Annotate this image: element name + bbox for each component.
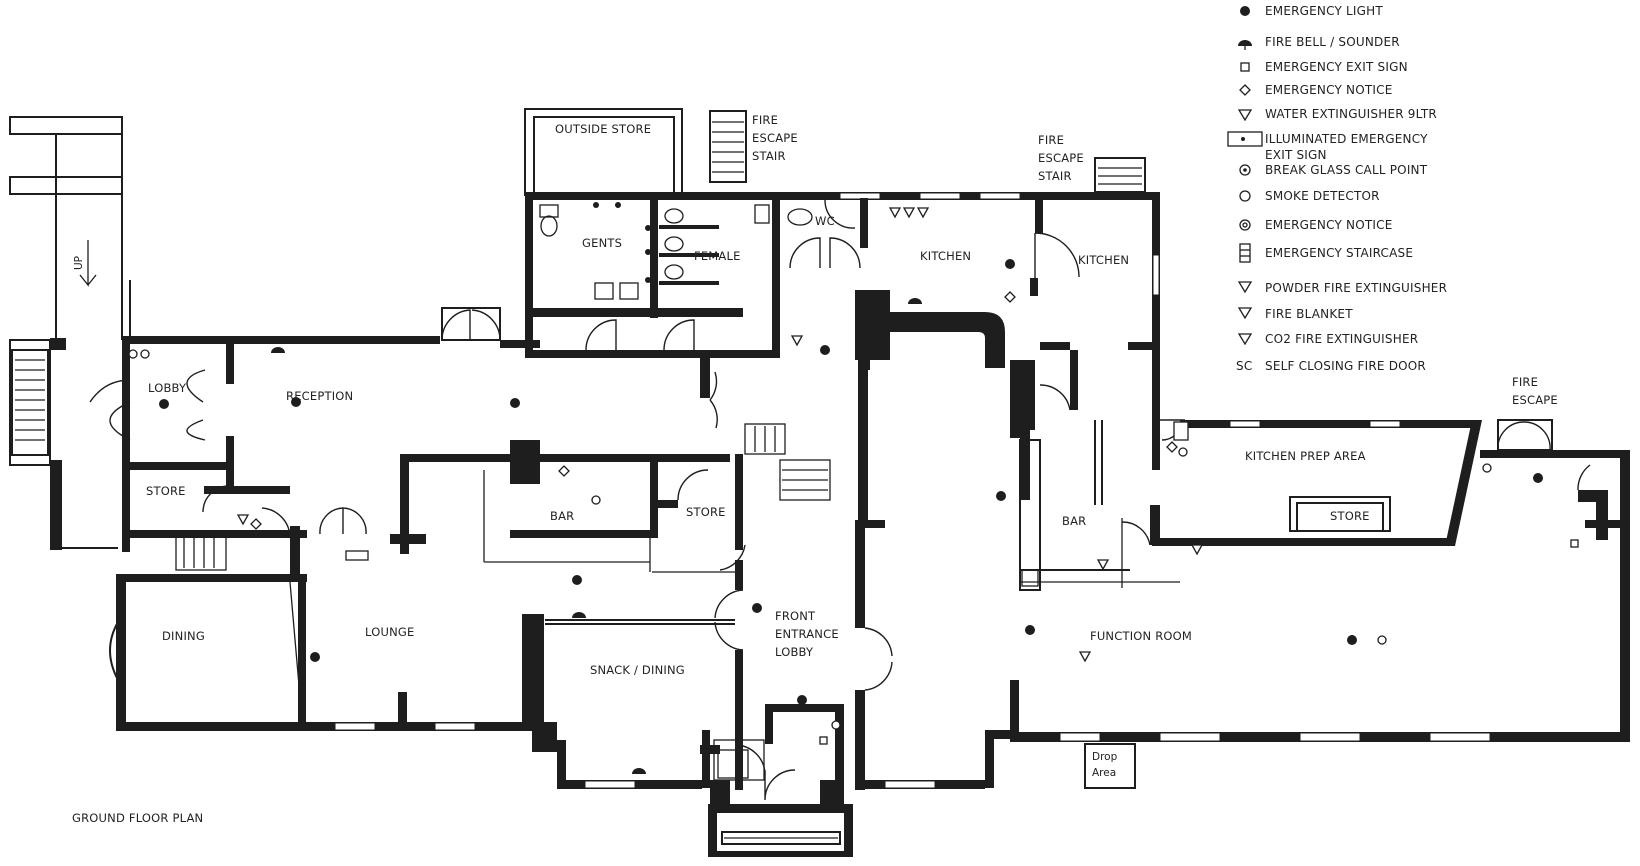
- legend-text: CO2 FIRE EXTINGUISHER: [1265, 332, 1418, 346]
- safety-symbols: [128, 207, 1579, 774]
- legend-text: EMERGENCY LIGHT: [1265, 4, 1383, 18]
- bar-1-label: BAR: [550, 509, 574, 523]
- drop-area-a: Drop: [1092, 751, 1118, 763]
- legend-staircase: EMERGENCY STAIRCASE: [1239, 243, 1413, 263]
- bar-block: [483, 423, 831, 573]
- legend-smoke-detector: SMOKE DETECTOR: [1239, 189, 1380, 203]
- legend-emergency-notice-2: EMERGENCY NOTICE: [1239, 218, 1392, 232]
- legend-call-point: BREAK GLASS CALL POINT: [1239, 163, 1428, 177]
- function-room-block: [860, 350, 1630, 789]
- lobby-label: LOBBY: [148, 381, 187, 395]
- female-label: FEMALE: [694, 249, 741, 263]
- kitchen-block: [780, 157, 1160, 430]
- fire-escape-3-a: FIRE: [1512, 375, 1538, 389]
- legend-text: ILLUMINATED EMERGENCY: [1265, 132, 1428, 146]
- fire-escape-stair-2-c: STAIR: [1038, 169, 1072, 183]
- fire-escape-stair-2-a: FIRE: [1038, 133, 1064, 147]
- outside-store-label: OUTSIDE STORE: [555, 122, 651, 136]
- fire-escape-stair-1-c: STAIR: [752, 149, 786, 163]
- legend-illuminated-exit-sign: ILLUMINATED EMERGENCY EXIT SIGN: [1227, 131, 1428, 162]
- kitchen-2-label: KITCHEN: [1078, 253, 1129, 267]
- legend-text: SMOKE DETECTOR: [1265, 189, 1380, 203]
- legend-emergency-light: EMERGENCY LIGHT: [1240, 4, 1383, 18]
- legend-fire-blanket: FIRE BLANKET: [1237, 307, 1353, 321]
- legend-text: BREAK GLASS CALL POINT: [1265, 163, 1428, 177]
- legend-text: EMERGENCY NOTICE: [1265, 218, 1392, 232]
- store-1-label: STORE: [146, 484, 186, 498]
- legend-exit-sign: EMERGENCY EXIT SIGN: [1240, 60, 1408, 74]
- fire-escape-stair-1-b: ESCAPE: [752, 131, 798, 145]
- legend-sc-code: SC: [1236, 359, 1252, 373]
- legend-water-extinguisher: WATER EXTINGUISHER 9LTR: [1237, 107, 1437, 122]
- entrance-vestibule: [708, 704, 853, 857]
- front-entrance-a: FRONT: [775, 609, 816, 623]
- legend-text: EMERGENCY NOTICE: [1265, 83, 1392, 97]
- kitchen-1-label: KITCHEN: [920, 249, 971, 263]
- lounge-label: LOUNGE: [365, 625, 414, 639]
- reception-label: RECEPTION: [286, 389, 353, 403]
- fire-escape-stair-2-b: ESCAPE: [1038, 151, 1084, 165]
- legend-text: FIRE BELL / SOUNDER: [1265, 35, 1400, 49]
- legend-text: FIRE BLANKET: [1265, 307, 1353, 321]
- snack-dining-label: SNACK / DINING: [590, 663, 685, 677]
- legend-text: SELF CLOSING FIRE DOOR: [1265, 359, 1426, 373]
- legend-text-2: EXIT SIGN: [1265, 148, 1327, 162]
- legend-text: EMERGENCY STAIRCASE: [1265, 246, 1413, 260]
- plan-title: GROUND FLOOR PLAN: [72, 811, 203, 825]
- legend-emergency-notice-1: EMERGENCY NOTICE: [1239, 83, 1392, 97]
- front-entrance-b: ENTRANCE: [775, 627, 839, 641]
- legend-text: WATER EXTINGUISHER 9LTR: [1265, 107, 1437, 121]
- legend-text: EMERGENCY EXIT SIGN: [1265, 60, 1408, 74]
- stair-mark: UP: [73, 256, 85, 270]
- legend-co2-extinguisher: CO2 FIRE EXTINGUISHER: [1237, 332, 1418, 346]
- dining-label: DINING: [162, 629, 205, 643]
- dining-lounge-block: [109, 574, 735, 789]
- corridor: [714, 290, 893, 790]
- legend: EMERGENCY LIGHT FIRE BELL / SOUNDER EMER…: [1227, 4, 1447, 373]
- fire-escape-stair-1-a: FIRE: [752, 113, 778, 127]
- reception-block: [89, 307, 730, 582]
- legend-fire-bell: FIRE BELL / SOUNDER: [1238, 35, 1400, 50]
- legend-text: POWDER FIRE EXTINGUISHER: [1265, 281, 1447, 295]
- left-entry-structure: [9, 116, 131, 550]
- gents-label: GENTS: [582, 236, 622, 250]
- front-entrance-c: LOBBY: [775, 645, 814, 659]
- legend-powder-extinguisher: POWDER FIRE EXTINGUISHER: [1237, 281, 1447, 295]
- fire-escape-3-b: ESCAPE: [1512, 393, 1558, 407]
- function-room-label: FUNCTION ROOM: [1090, 629, 1192, 643]
- bar-2-label: BAR: [1062, 514, 1086, 528]
- kitchen-prep-label: KITCHEN PREP AREA: [1245, 449, 1366, 463]
- legend-self-closing-door: SC SELF CLOSING FIRE DOOR: [1236, 359, 1426, 373]
- wc-label: WC: [815, 214, 835, 228]
- drop-area-b: Area: [1092, 767, 1116, 779]
- store-2-label: STORE: [686, 505, 726, 519]
- store-3-label: STORE: [1330, 509, 1370, 523]
- toilet-block: [524, 108, 861, 358]
